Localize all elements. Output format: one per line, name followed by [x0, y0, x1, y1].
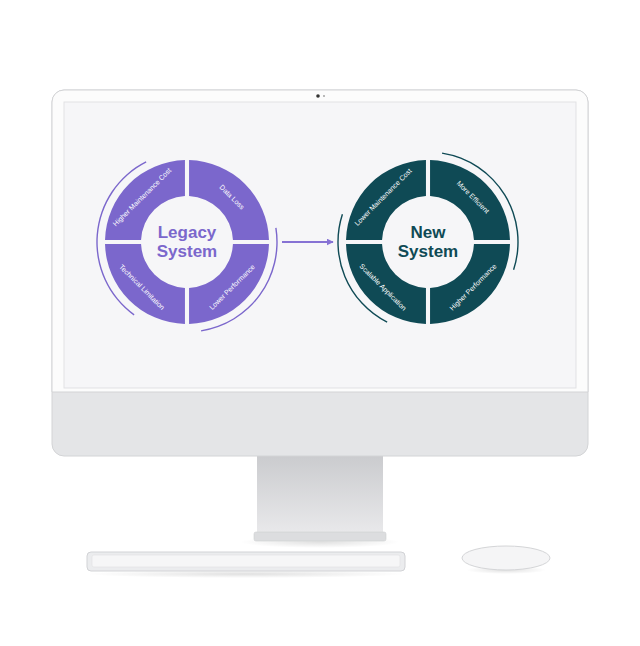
ring-title: Legacy System — [145, 223, 229, 261]
ring-title: New System — [386, 223, 470, 261]
monitor-screen — [64, 102, 576, 388]
camera-light — [323, 95, 325, 97]
stand-base — [254, 532, 386, 541]
monitor-stand — [257, 452, 383, 534]
system-ring: Lower Maintenance CostMore EfficientScal… — [336, 150, 520, 334]
system-ring: Higher Maintenance CostData LossTechnica… — [95, 150, 279, 334]
monitor-chin — [52, 90, 588, 456]
camera-dot — [316, 94, 320, 98]
flow-arrow — [282, 241, 333, 243]
keyboard — [87, 552, 405, 571]
keyboard-keys — [92, 555, 400, 567]
mouse — [462, 546, 550, 570]
monitor-bezel — [52, 90, 588, 392]
